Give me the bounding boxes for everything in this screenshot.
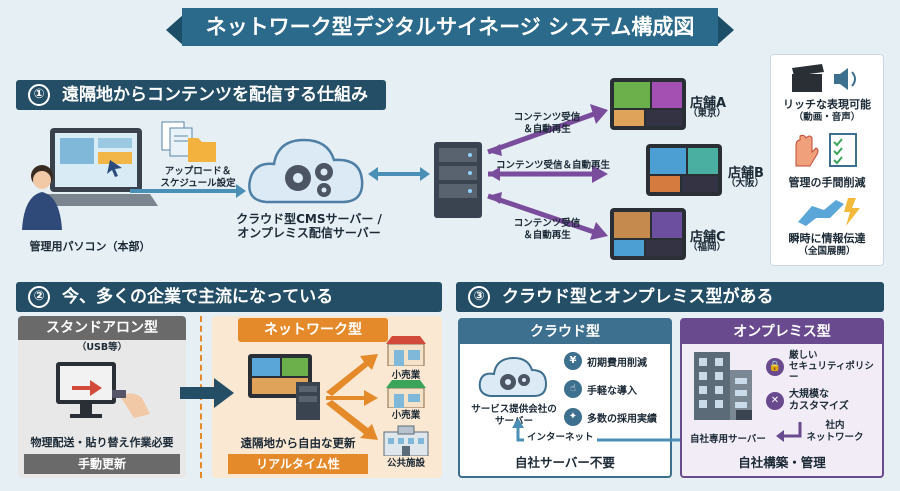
retail-store-icon-1 [386, 336, 426, 366]
store-c-screen [610, 208, 686, 260]
section1-heading-bar: ① 遠隔地からコンテンツを配信する仕組み [16, 80, 386, 110]
section2-number: ② [28, 286, 50, 308]
cloud-type-footer: 自社サーバー不要 [515, 455, 615, 470]
server-rack-icon [434, 142, 482, 218]
store-a-region: （東京） [688, 108, 727, 119]
ribbon-tail-right [716, 14, 734, 46]
internet-connection-line [512, 418, 700, 442]
benefit-3-sub: （全国展開） [798, 246, 856, 257]
network-header: ネットワーク型 [238, 318, 388, 342]
network-footer: リアルタイム性 [228, 454, 368, 474]
onprem-benefit-item: ✕大規模な カスタマイズ [766, 389, 882, 413]
retail-store-icon-2 [386, 380, 426, 408]
benefits-panel [770, 54, 884, 266]
section1-number: ① [28, 84, 50, 106]
internet-label: インターネット [524, 432, 597, 444]
ribbon-tail-left [166, 14, 184, 46]
standalone-sub: （USB等） [76, 342, 128, 353]
admin-pc-label: 管理用パソコン（本部） [29, 240, 151, 253]
admin-laptop-illustration [22, 128, 158, 230]
store-c-region: （福岡） [688, 242, 727, 253]
cloud-benefit-item: ✦多数の採用実績 [564, 408, 670, 426]
place-2-label: 小売業 [391, 410, 421, 421]
store-c-name: 店舗C [690, 230, 726, 245]
store-branch-arrows [326, 354, 378, 440]
benefit-3-label: 瞬時に情報伝達 [788, 232, 866, 245]
map-lightning-icon [798, 198, 860, 226]
tools-icon: ✕ [766, 392, 784, 410]
benefit-2-label: 管理の手間削減 [788, 176, 866, 189]
store-b-region: （大阪） [726, 178, 765, 189]
store-c-arrow-label: コンテンツ受信 ＆自動再生 [513, 218, 581, 241]
hand-checklist-icon [795, 133, 857, 167]
handshake-icon: ✦ [564, 408, 582, 426]
office-building-icon [694, 352, 752, 420]
store-b-name: 店舗B [728, 166, 764, 181]
onprem-type-header: オンプレミス型 [682, 320, 882, 344]
intranet-arrow [776, 422, 802, 442]
server-label: クラウド型CMSサーバー / オンプレミス配信サーバー [236, 212, 382, 240]
standalone-footer: 手動更新 [24, 454, 180, 474]
upload-arrow [130, 184, 246, 198]
cloud-benefit-item: ¥初期費用削減 [564, 352, 670, 370]
cost-icon: ¥ [564, 352, 582, 370]
onprem-benefit-list: 🔒厳しい セキュリティポリシー ✕大規模な カスタマイズ [766, 350, 882, 413]
onprem-type-footer: 自社構築・管理 [738, 455, 826, 470]
page-title: ネットワーク型デジタルサイネージ システム構成図 [182, 8, 718, 46]
section2-heading: 今、多くの企業で主流になっている [62, 287, 334, 307]
cloud-type-card [458, 318, 672, 478]
benefit-1-label: リッチな表現可能 [783, 98, 871, 111]
cloud-gears-icon [248, 138, 364, 204]
store-a-arrow-label: コンテンツ受信 ＆自動再生 [513, 112, 581, 135]
benefit-1-sub: （動画・音声） [793, 112, 861, 123]
network-desc: 遠隔地から自由な更新 [240, 436, 356, 450]
section3-heading: クラウド型とオンプレミス型がある [502, 287, 774, 307]
intranet-label: 社内 ネットワーク [806, 420, 864, 443]
documents-folder-icon [161, 121, 216, 162]
distribution-arrows [487, 104, 608, 240]
section2-heading-bar: ② 今、多くの企業で主流になっている [16, 282, 442, 312]
section3-heading-bar: ③ クラウド型とオンプレミス型がある [456, 282, 884, 312]
store-b-screen [646, 144, 722, 196]
onprem-server-label: 自社専用サーバー [690, 434, 766, 445]
lock-icon: 🔒 [766, 357, 784, 376]
provider-cloud-icon [478, 356, 548, 397]
cloud-benefit-item: ☝手軽な導入 [564, 380, 670, 398]
public-facility-icon [383, 425, 429, 456]
store-a-screen [610, 78, 686, 130]
provider-server-label: サービス提供会社の サーバー [471, 404, 557, 427]
network-flow-arrow [180, 378, 234, 408]
network-signage-icon [248, 354, 320, 420]
monitor-usb-icon [56, 362, 150, 418]
store-a-name: 店舗A [690, 96, 727, 111]
cloud-type-header: クラウド型 [460, 320, 670, 344]
place-1-label: 小売業 [391, 370, 421, 381]
section3-number: ③ [468, 286, 490, 308]
place-3-label: 公共施設 [386, 458, 425, 469]
upload-schedule-label: アップロード＆ スケジュール設定 [160, 166, 236, 189]
onprem-benefit-item: 🔒厳しい セキュリティポリシー [766, 350, 882, 383]
standalone-header: スタンドアロン型 [18, 316, 186, 340]
section1-heading: 遠隔地からコンテンツを配信する仕組み [62, 85, 368, 105]
store-b-arrow-label: コンテンツ受信＆自動再生 [496, 160, 611, 171]
standalone-desc: 物理配送・貼り替え作業必要 [30, 436, 174, 449]
clapper-speaker-icon [792, 64, 856, 92]
cloud-benefit-list: ¥初期費用削減 ☝手軽な導入 ✦多数の採用実績 [564, 352, 670, 426]
sync-double-arrow [368, 167, 430, 181]
hand-pointer-icon: ☝ [564, 380, 582, 398]
